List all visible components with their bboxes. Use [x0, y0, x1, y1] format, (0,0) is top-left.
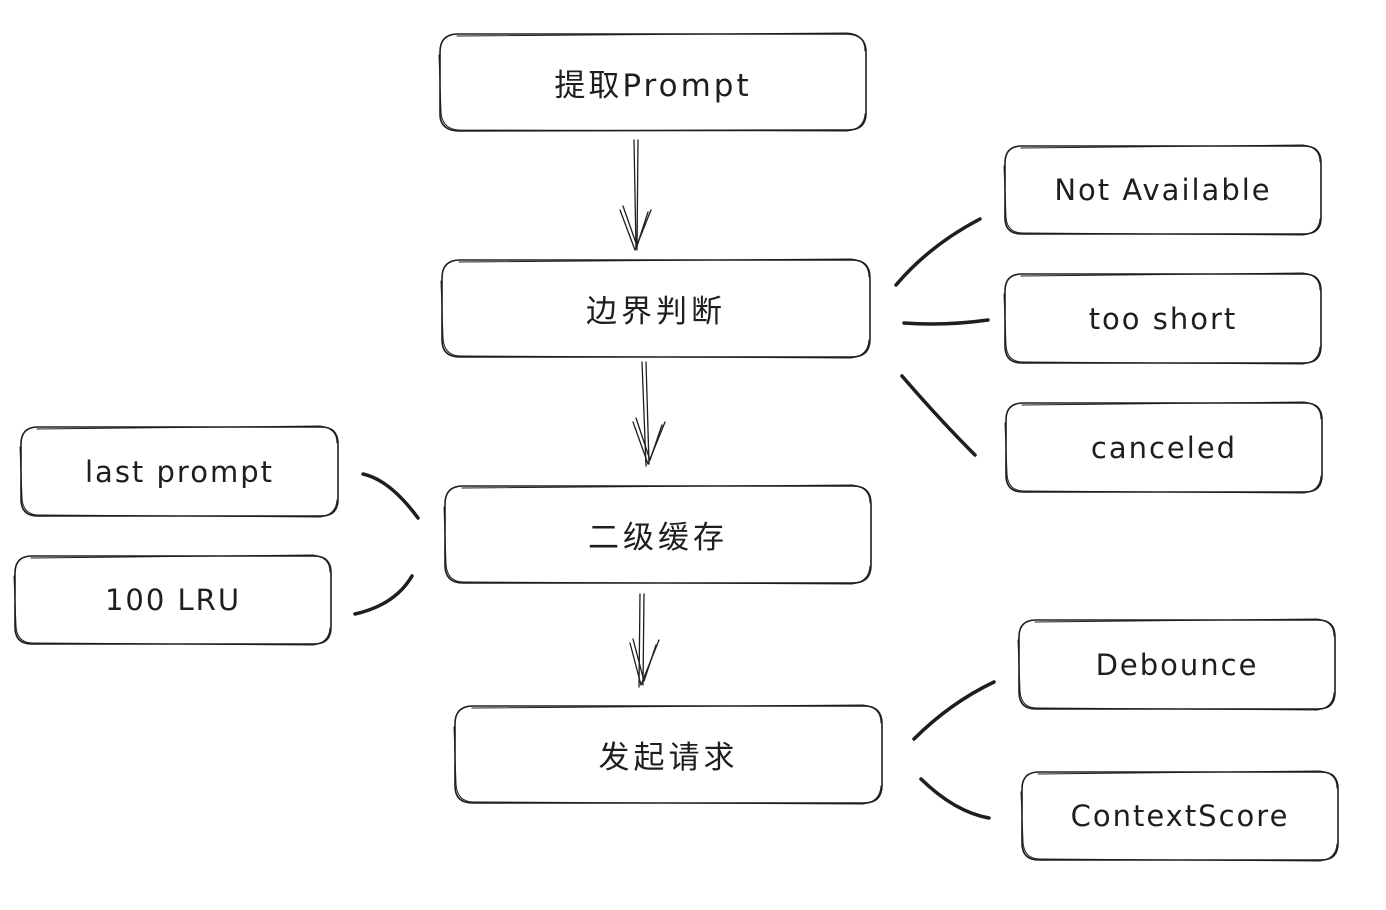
cache-100-lru: 100 LRU	[15, 556, 331, 644]
arrow-boundary-to-cache	[632, 361, 666, 467]
step-boundary-check: 边界判断	[442, 260, 870, 357]
connector-last-prompt-cache	[361, 472, 420, 520]
control-context-score-label: ContextScore	[1070, 799, 1290, 833]
step-send-request-label: 发起请求	[598, 740, 739, 776]
step-two-level-cache-label: 二级缓存	[588, 520, 728, 556]
connector-boundary-too-short	[902, 318, 990, 326]
condition-too-short-label: too short	[1088, 301, 1238, 336]
box-outline-last-prompt	[19, 425, 339, 518]
control-debounce-label: Debounce	[1095, 647, 1259, 682]
condition-too-short: too short	[1005, 274, 1321, 363]
step-boundary-check-label: 边界判断	[586, 294, 726, 330]
step-extract-prompt-label: 提取Prompt	[554, 68, 752, 104]
arrow-extract-to-boundary	[619, 139, 652, 251]
connector-request-context-score	[919, 777, 991, 820]
step-two-level-cache: 二级缓存	[445, 486, 871, 583]
cache-last-prompt: last prompt	[21, 427, 338, 516]
cache-last-prompt-label: last prompt	[85, 454, 274, 489]
box-outline-100-lru	[13, 554, 332, 646]
control-debounce: Debounce	[1019, 620, 1335, 709]
connector-boundary-not-available	[894, 217, 982, 287]
box-outline-context-score	[1020, 770, 1339, 862]
box-outline-extract-prompt	[438, 32, 867, 132]
control-context-score: ContextScore	[1022, 772, 1338, 860]
condition-not-available-label: Not Available	[1054, 173, 1272, 207]
step-send-request: 发起请求	[455, 706, 882, 803]
cache-100-lru-label: 100 LRU	[104, 583, 242, 617]
box-outline-boundary-check	[440, 258, 871, 359]
connectors	[353, 217, 996, 820]
arrow-cache-to-request	[629, 593, 660, 688]
condition-not-available: Not Available	[1005, 146, 1321, 234]
box-outline-not-available	[1003, 144, 1322, 236]
box-outline-send-request	[453, 704, 883, 805]
connector-boundary-canceled	[900, 374, 977, 457]
box-outline-too-short	[1003, 272, 1322, 365]
step-extract-prompt: 提取Prompt	[440, 34, 866, 131]
condition-canceled: canceled	[1006, 403, 1322, 492]
box-outline-debounce	[1017, 618, 1336, 711]
connector-lru-cache	[353, 574, 414, 616]
condition-canceled-label: canceled	[1090, 430, 1238, 465]
box-outline-canceled	[1004, 401, 1323, 494]
box-outline-two-level-cache	[443, 484, 872, 585]
connector-request-debounce	[912, 680, 996, 741]
